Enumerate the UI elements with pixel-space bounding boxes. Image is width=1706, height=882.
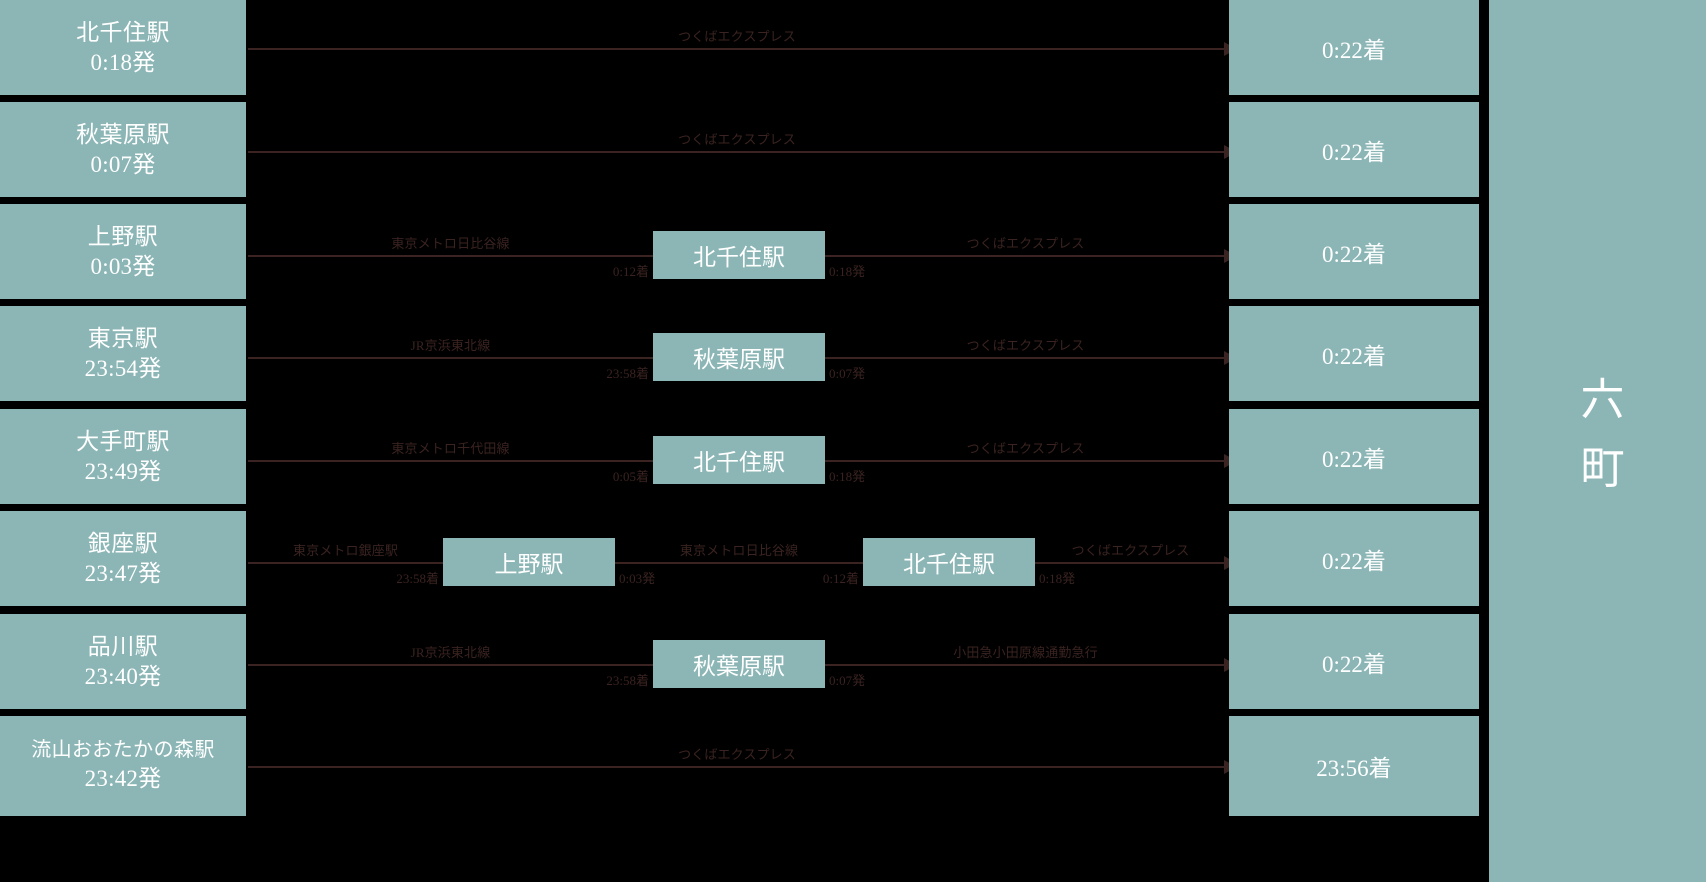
transfer-departure-time: 0:07発 <box>829 673 866 688</box>
transfer-arrival-time: 0:12着 <box>612 264 649 279</box>
origin-station-name: 大手町駅 <box>76 429 170 455</box>
rail-line-label: つくばエクスプレス <box>966 441 1085 456</box>
rail-line-label: つくばエクスプレス <box>1071 543 1190 558</box>
journey-line-segment <box>248 664 653 666</box>
rail-line-label: 東京メトロ日比谷線 <box>391 236 510 251</box>
rail-line-label: つくばエクスプレス <box>966 236 1085 251</box>
journey-line-segment <box>615 562 863 564</box>
rail-line-label: 東京メトロ銀座駅 <box>292 543 399 558</box>
origin-cell[interactable]: 大手町駅 23:49発 <box>0 409 246 504</box>
transfer-departure-time: 0:07発 <box>829 366 866 381</box>
journey-line-segment <box>248 562 443 564</box>
origin-station-name: 上野駅 <box>87 224 159 250</box>
journey-line-segment <box>825 357 1226 359</box>
rail-line-label: つくばエクスプレス <box>678 29 796 44</box>
arrival-cell[interactable]: 0:22着 <box>1229 409 1479 504</box>
origin-cell[interactable]: 東京駅 23:54発 <box>0 306 246 401</box>
transfer-arrival-time: 0:05着 <box>612 469 649 484</box>
arrival-cell[interactable]: 23:56着 <box>1229 716 1479 816</box>
rail-line-label: JR京浜東北線 <box>410 645 491 660</box>
origin-column: 北千住駅 0:18発秋葉原駅 0:07発上野駅 0:03発東京駅 23:54発大手町駅 2… <box>0 0 246 882</box>
origin-departure-time: 0:18発 <box>90 49 156 75</box>
rail-line-label: JR京浜東北線 <box>410 338 491 353</box>
origin-cell[interactable]: 流山おおたかの森駅 23:42発 <box>0 716 246 816</box>
journey-diagram-area: つくばエクスプレスつくばエクスプレス東京メトロ日比谷線つくばエクスプレス北千住駅… <box>246 0 1237 882</box>
journey-line-segment <box>825 664 1226 666</box>
origin-cell[interactable]: 上野駅 0:03発 <box>0 204 246 299</box>
origin-departure-time: 0:07発 <box>90 151 156 177</box>
transfer-station-chip[interactable]: 上野駅 <box>443 538 615 586</box>
origin-station-name: 東京駅 <box>87 326 159 352</box>
journey-line-segment <box>248 255 653 257</box>
origin-cell[interactable]: 北千住駅 0:18発 <box>0 0 246 95</box>
arrival-cell[interactable]: 0:22着 <box>1229 614 1479 709</box>
rail-line-label: つくばエクスプレス <box>678 747 796 762</box>
origin-departure-time: 23:42発 <box>84 766 162 792</box>
origin-station-name: 品川駅 <box>87 634 159 660</box>
destination-label: 六町 <box>1573 375 1623 513</box>
transfer-arrival-time: 23:58着 <box>396 571 439 586</box>
rail-line-label: 東京メトロ千代田線 <box>391 441 510 456</box>
origin-departure-time: 23:54発 <box>84 355 162 381</box>
origin-station-name: 銀座駅 <box>87 531 159 557</box>
origin-cell[interactable]: 銀座駅 23:47発 <box>0 511 246 606</box>
origin-departure-time: 0:03発 <box>90 253 156 279</box>
journey-line-segment <box>248 460 653 462</box>
transfer-departure-time: 0:18発 <box>1039 571 1076 586</box>
origin-departure-time: 23:49発 <box>84 458 162 484</box>
transfer-station-chip[interactable]: 秋葉原駅 <box>653 640 825 688</box>
transfer-station-chip[interactable]: 北千住駅 <box>863 538 1035 586</box>
origin-station-name: 北千住駅 <box>76 20 170 46</box>
journey-line-segment <box>248 48 1226 50</box>
transfer-departure-time: 0:18発 <box>829 264 866 279</box>
journey-line-segment <box>825 460 1226 462</box>
rail-line-label: つくばエクスプレス <box>678 132 796 147</box>
transfer-departure-time: 0:03発 <box>619 571 656 586</box>
transfer-arrival-time: 23:58着 <box>606 366 649 381</box>
transfer-station-chip[interactable]: 秋葉原駅 <box>653 333 825 381</box>
journey-line-segment <box>248 151 1226 153</box>
origin-station-name: 流山おおたかの森駅 <box>31 739 215 762</box>
arrival-cell[interactable]: 0:22着 <box>1229 0 1479 95</box>
transfer-arrival-time: 23:58着 <box>606 673 649 688</box>
origin-departure-time: 23:47発 <box>84 560 162 586</box>
rail-line-label: 東京メトロ日比谷線 <box>679 543 799 558</box>
transfer-station-chip[interactable]: 北千住駅 <box>653 231 825 279</box>
origin-station-name: 秋葉原駅 <box>76 122 170 148</box>
journey-line-segment <box>1035 562 1226 564</box>
arrival-cell[interactable]: 0:22着 <box>1229 102 1479 197</box>
journey-line-segment <box>248 357 653 359</box>
rail-line-label: つくばエクスプレス <box>966 338 1085 353</box>
rail-line-label: 小田急小田原線通勤急行 <box>953 645 1098 660</box>
transfer-departure-time: 0:18発 <box>829 469 866 484</box>
arrival-cell[interactable]: 0:22着 <box>1229 306 1479 401</box>
origin-cell[interactable]: 秋葉原駅 0:07発 <box>0 102 246 197</box>
journey-row: つくばエクスプレス <box>246 0 1237 882</box>
arrival-cell[interactable]: 0:22着 <box>1229 511 1479 606</box>
journey-line-segment <box>248 766 1226 768</box>
destination-banner: 六町 <box>1489 0 1706 882</box>
transfer-arrival-time: 0:12着 <box>822 571 859 586</box>
origin-departure-time: 23:40発 <box>84 663 162 689</box>
origin-cell[interactable]: 品川駅 23:40発 <box>0 614 246 709</box>
journey-line-segment <box>825 255 1226 257</box>
transfer-station-chip[interactable]: 北千住駅 <box>653 436 825 484</box>
arrival-cell[interactable]: 0:22着 <box>1229 204 1479 299</box>
